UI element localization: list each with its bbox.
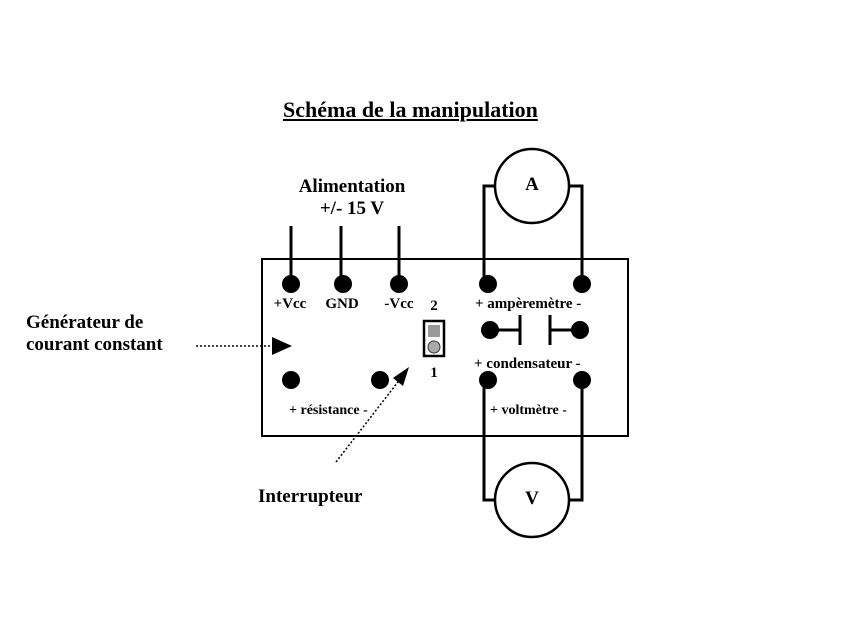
switch-position-1-label: 1 (430, 365, 438, 381)
terminal-vcc-minus (390, 275, 408, 293)
switch-position-2 (428, 325, 440, 337)
terminal-voltmeter-plus (479, 371, 497, 389)
ammeter-wire-left (482, 184, 496, 284)
switch-pointer-arrow (393, 367, 409, 386)
terminal-vcc-plus (282, 275, 300, 293)
switch-label: Interrupteur (258, 486, 363, 507)
terminal-resistance-plus (282, 371, 300, 389)
capacitor-terminal-label: + condensateur - (474, 356, 581, 372)
ammeter-circle (493, 147, 571, 225)
ammeter-wire-right (568, 184, 584, 284)
voltmeter-terminal-label: + voltmètre - (490, 403, 567, 418)
voltmeter-wire-left (482, 380, 496, 502)
resistance-terminal-label: + résistance - (289, 403, 368, 418)
terminal-ammeter-minus (573, 275, 591, 293)
terminal-voltmeter-minus (573, 371, 591, 389)
voltmeter-circle (493, 461, 571, 539)
supply-label: Alimentation (298, 176, 406, 197)
voltmeter-symbol: V (525, 488, 539, 509)
switch-position-2-label: 2 (430, 298, 438, 314)
terminal-label-vcc-minus: -Vcc (384, 296, 414, 312)
ammeter-terminal-label: + ampèremètre - (475, 296, 582, 312)
generator-label-line2: courant constant (26, 334, 163, 355)
terminal-label-gnd: GND (325, 296, 359, 312)
generator-label: Générateur de (26, 312, 144, 333)
circuit-board (261, 258, 629, 437)
terminal-label-vcc-plus: +Vcc (273, 296, 307, 312)
voltmeter-wire-right (568, 380, 584, 502)
ammeter-symbol: A (525, 174, 539, 195)
terminal-ammeter-plus (479, 275, 497, 293)
switch-position-1 (427, 340, 441, 354)
terminal-gnd (334, 275, 352, 293)
page-title: Schéma de la manipulation (283, 97, 538, 122)
generator-pointer-arrow (272, 337, 292, 355)
terminal-resistance-minus (371, 371, 389, 389)
switch-pointer-line (335, 377, 402, 463)
terminal-capacitor-minus (571, 321, 589, 339)
supply-voltage-label: +/- 15 V (319, 198, 385, 219)
